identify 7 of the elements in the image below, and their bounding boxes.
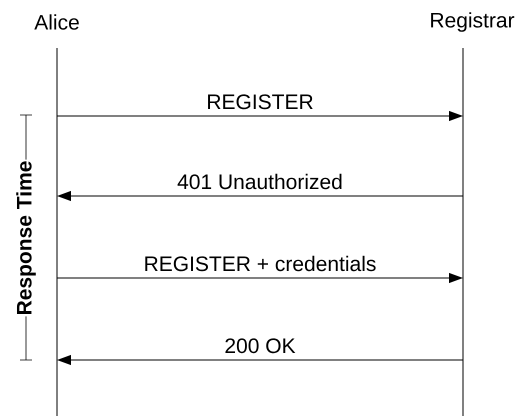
participant-label: Alice: [34, 14, 79, 30]
message-label: 200 OK: [225, 338, 296, 354]
participant-label: Registrar: [431, 12, 514, 32]
message-label: 401 Unauthorized: [178, 174, 342, 190]
axis-label: Response Time: [15, 160, 37, 316]
message-label: REGISTER: [208, 94, 313, 110]
message-label: REGISTER + credentials: [145, 256, 376, 272]
